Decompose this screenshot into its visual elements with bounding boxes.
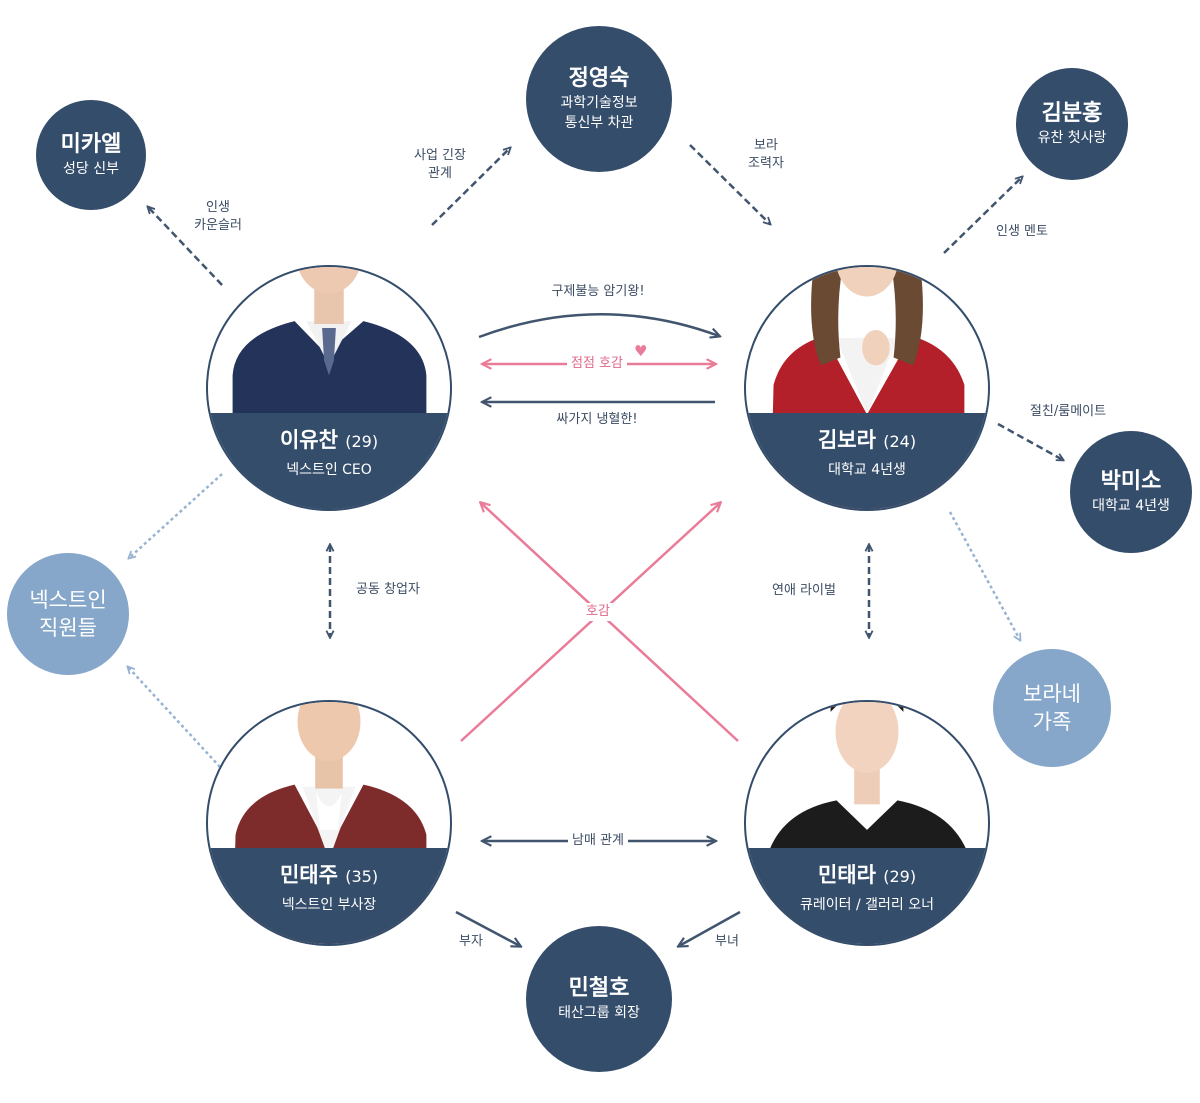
character-yuchan: 이유찬 (29) 넥스트인 CEO bbox=[206, 265, 452, 511]
yuchan-name: 이유찬 bbox=[279, 428, 338, 452]
label-growing: 점점 호감 bbox=[567, 355, 627, 373]
label-counselor-line1: 인생 bbox=[206, 200, 230, 215]
label-love-rival: 연애 라이벌 bbox=[772, 583, 836, 598]
label-business: 사업 긴장 관계 bbox=[414, 147, 466, 183]
node-bunhong-name: 김분홍 bbox=[1041, 101, 1103, 126]
character-taera: 민태라 (29) 큐레이터 / 갤러리 오너 bbox=[744, 700, 990, 946]
node-michael-name: 미카엘 bbox=[60, 132, 122, 157]
character-taeju: 민태주 (35) 넥스트인 부사장 bbox=[206, 700, 452, 946]
bora-role: 대학교 4년생 bbox=[828, 462, 906, 478]
node-jung-name: 정영숙 bbox=[568, 66, 630, 91]
taeju-name-line: 민태주 (35) bbox=[208, 862, 450, 890]
node-cheolho-name: 민철호 bbox=[568, 976, 630, 1001]
label-cofounder: 공동 창업자 bbox=[356, 582, 420, 597]
label-helper-line1: 보라 bbox=[754, 138, 778, 153]
node-michael-sub: 성당 신부 bbox=[63, 161, 119, 177]
yuchan-name-band: 이유찬 (29) 넥스트인 CEO bbox=[208, 413, 450, 509]
bora-age: (24) bbox=[883, 432, 917, 451]
label-helper: 보라 조력자 bbox=[748, 137, 784, 173]
label-helper-line2: 조력자 bbox=[748, 156, 784, 171]
yuchan-name-line: 이유찬 (29) bbox=[208, 427, 450, 455]
heart-icon: ♥ bbox=[634, 342, 647, 360]
link-yuchan-jung bbox=[431, 148, 510, 226]
node-family-line1: 보라네 bbox=[1023, 682, 1081, 706]
taeju-role: 넥스트인 부사장 bbox=[281, 897, 377, 913]
taeju-age: (35) bbox=[345, 867, 379, 886]
node-cheolho: 민철호 태산그룹 회장 bbox=[526, 926, 672, 1072]
character-bora: 김보라 (24) 대학교 4년생 bbox=[744, 265, 990, 511]
label-siblings: 남매 관계 bbox=[568, 832, 628, 850]
bora-name-line: 김보라 (24) bbox=[746, 427, 988, 455]
link-taeju-cheolho bbox=[455, 910, 520, 946]
node-bunhong: 김분홍 유찬 첫사랑 bbox=[1016, 68, 1128, 180]
label-roommate: 절친/룸메이트 bbox=[1029, 404, 1107, 419]
node-jung-sub2: 통신부 차관 bbox=[564, 115, 634, 131]
taeju-name: 민태주 bbox=[279, 863, 338, 887]
link-bora-family bbox=[948, 511, 1020, 640]
label-liking: 호감 bbox=[582, 603, 614, 621]
node-nextin-line1: 넥스트인 bbox=[29, 588, 107, 612]
label-father-daughter: 부녀 bbox=[715, 934, 739, 949]
taera-role: 큐레이터 / 갤러리 오너 bbox=[800, 897, 934, 913]
node-michael: 미카엘 성당 신부 bbox=[36, 100, 146, 210]
label-business-line2: 관계 bbox=[428, 166, 452, 181]
link-bora-miso bbox=[997, 422, 1063, 460]
label-mentor: 인생 멘토 bbox=[996, 224, 1048, 239]
node-nextin-line2: 직원들 bbox=[39, 616, 97, 640]
node-jung: 정영숙 과학기술정보 통신부 차관 bbox=[526, 26, 672, 172]
label-rival-love: 구제불능 암기왕! bbox=[551, 284, 645, 299]
link-taera-cheolho bbox=[679, 910, 741, 946]
node-miso-name: 박미소 bbox=[1100, 469, 1162, 494]
yuchan-age: (29) bbox=[345, 432, 379, 451]
taera-name-line: 민태라 (29) bbox=[746, 862, 988, 890]
link-taeju-to-bora bbox=[460, 503, 720, 742]
node-cheolho-sub: 태산그룹 회장 bbox=[558, 1005, 640, 1021]
taera-name: 민태라 bbox=[817, 863, 876, 887]
node-bunhong-sub: 유찬 첫사랑 bbox=[1037, 130, 1107, 146]
taera-name-band: 민태라 (29) 큐레이터 / 갤러리 오너 bbox=[746, 848, 988, 944]
bora-name-band: 김보라 (24) 대학교 4년생 bbox=[746, 413, 988, 509]
link-bora-bunhong bbox=[943, 177, 1022, 254]
label-business-line1: 사업 긴장 bbox=[414, 148, 466, 163]
node-family-line2: 가족 bbox=[1032, 710, 1072, 734]
node-bora-family: 보라네 가족 bbox=[993, 649, 1111, 767]
node-miso: 박미소 대학교 4년생 bbox=[1070, 431, 1192, 553]
link-yuchan-nextin bbox=[129, 473, 223, 558]
link-yuchan-to-bora bbox=[478, 313, 719, 337]
node-nextin-staff: 넥스트인 직원들 bbox=[7, 553, 129, 675]
label-counselor-line2: 카운슬러 bbox=[194, 218, 242, 233]
link-yuchan-michael bbox=[148, 207, 223, 286]
node-jung-sub1: 과학기술정보 bbox=[560, 95, 638, 111]
link-taera-to-yuchan bbox=[481, 503, 739, 742]
bora-name: 김보라 bbox=[817, 428, 876, 452]
label-cold: 싸가지 냉혈한! bbox=[556, 412, 638, 427]
link-taeju-nextin bbox=[128, 667, 221, 768]
label-counselor: 인생 카운슬러 bbox=[194, 199, 242, 235]
link-jung-bora bbox=[689, 144, 770, 224]
taeju-name-band: 민태주 (35) 넥스트인 부사장 bbox=[208, 848, 450, 944]
node-miso-sub: 대학교 4년생 bbox=[1092, 498, 1170, 514]
taera-age: (29) bbox=[883, 867, 917, 886]
label-father-son: 부자 bbox=[459, 934, 483, 949]
yuchan-role: 넥스트인 CEO bbox=[286, 462, 372, 478]
